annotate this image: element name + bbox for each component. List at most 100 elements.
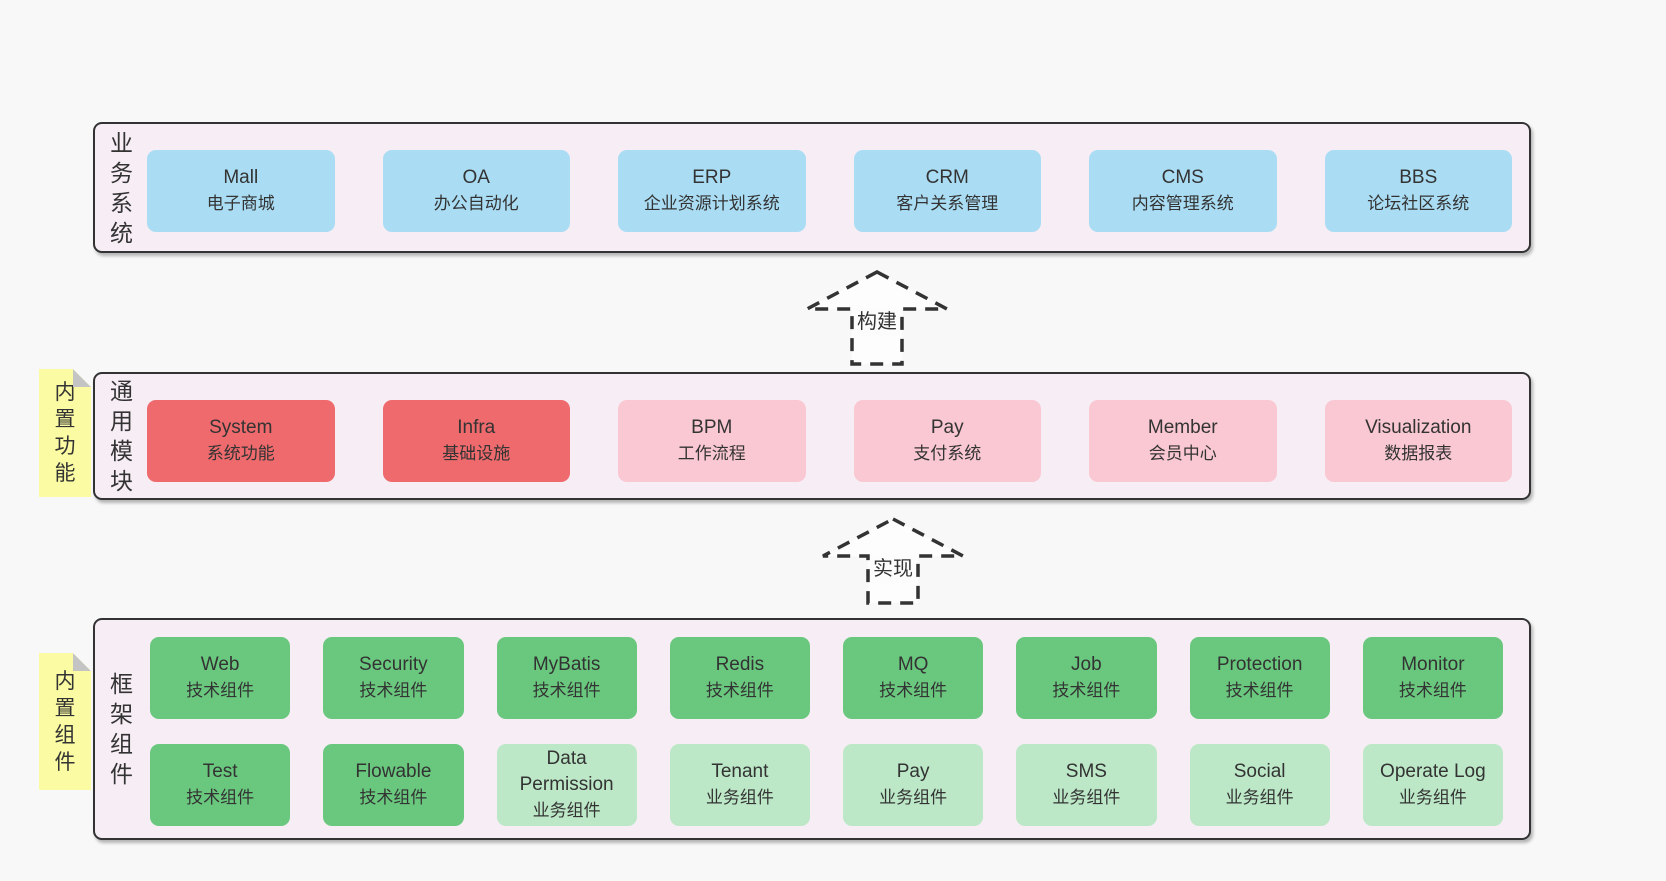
sticky-note-builtin-features: 内置功能 [39, 369, 91, 497]
band-business-systems-label: 业务系统 [110, 129, 133, 246]
box-title: Mall [223, 167, 259, 188]
box-subtitle: 电子商城 [206, 194, 275, 213]
box-title: Security [359, 654, 428, 675]
box-subtitle: 技术组件 [359, 788, 428, 807]
box-title: Data Permission [519, 748, 614, 795]
box-title: Pay [896, 761, 930, 782]
box-subtitle: 基础设施 [442, 444, 511, 463]
box-subtitle: 业务组件 [1398, 788, 1467, 807]
box-erp: ERP 企业资源计划系统 [618, 150, 806, 232]
box-title: ERP [692, 167, 732, 188]
box-subtitle: 技术组件 [879, 681, 948, 700]
box-title: Redis [715, 654, 765, 675]
box-job: Job 技术组件 [1016, 637, 1157, 719]
box-title: Monitor [1401, 654, 1465, 675]
box-title: Member [1147, 417, 1218, 438]
box-monitor: Monitor 技术组件 [1362, 637, 1503, 719]
box-title: BBS [1399, 167, 1438, 188]
box-member: Member 会员中心 [1089, 400, 1277, 482]
box-subtitle: 技术组件 [1225, 681, 1294, 700]
sticky-note-text: 内置功能 [54, 381, 76, 485]
box-title: Job [1071, 654, 1102, 675]
box-title: System [209, 417, 273, 438]
box-subtitle: 数据报表 [1384, 444, 1453, 463]
box-protection: Protection 技术组件 [1189, 637, 1330, 719]
box-subtitle: 办公自动化 [433, 194, 519, 213]
box-pay-biz: Pay 业务组件 [843, 744, 984, 826]
build-arrow-label: 构建 [854, 308, 900, 336]
box-title: BPM [691, 417, 733, 438]
box-data-permission: Data Permission 业务组件 [496, 744, 637, 826]
band-framework-components-label: 框架组件 [110, 671, 133, 787]
box-test: Test 技术组件 [150, 744, 291, 826]
box-title: CRM [925, 167, 969, 188]
box-tenant: Tenant 业务组件 [669, 744, 810, 826]
box-subtitle: 技术组件 [186, 681, 255, 700]
box-mq: MQ 技术组件 [843, 637, 984, 719]
common-modules-grid: System 系统功能 Infra 基础设施 BPM 工作流程 Pay 支付系统… [147, 400, 1512, 482]
box-subtitle: 业务组件 [532, 801, 601, 820]
box-system: System 系统功能 [147, 400, 335, 482]
box-crm: CRM 客户关系管理 [853, 150, 1041, 232]
box-subtitle: 技术组件 [359, 681, 428, 700]
box-title: Operate Log [1380, 761, 1486, 782]
framework-components-grid: Web 技术组件 Security 技术组件 MyBatis 技术组件 Redi… [150, 637, 1503, 826]
box-flowable: Flowable 技术组件 [323, 744, 464, 826]
box-title: SMS [1065, 761, 1107, 782]
box-title: Flowable [355, 761, 432, 782]
box-mall: Mall 电子商城 [147, 150, 335, 232]
box-visualization: Visualization 数据报表 [1324, 400, 1512, 482]
box-title: Infra [457, 417, 496, 438]
box-cms: CMS 内容管理系统 [1089, 150, 1277, 232]
folded-corner-icon [73, 369, 91, 387]
band-common-modules: 通用模块 System 系统功能 Infra 基础设施 BPM 工作流程 Pay… [93, 372, 1531, 500]
box-title: Visualization [1365, 417, 1472, 438]
box-subtitle: 业务组件 [705, 788, 774, 807]
box-subtitle: 工作流程 [677, 444, 746, 463]
box-title: Web [200, 654, 240, 675]
band-business-systems: 业务系统 Mall 电子商城 OA 办公自动化 ERP 企业资源计划系统 CRM… [93, 122, 1531, 253]
folded-corner-icon [73, 653, 91, 671]
box-oa: OA 办公自动化 [382, 150, 570, 232]
box-operate-log: Operate Log 业务组件 [1362, 744, 1503, 826]
box-subtitle: 会员中心 [1148, 444, 1217, 463]
box-subtitle: 业务组件 [1225, 788, 1294, 807]
box-title: MyBatis [532, 654, 601, 675]
box-redis: Redis 技术组件 [669, 637, 810, 719]
sticky-note-builtin-components: 内置组件 [39, 653, 91, 790]
box-infra: Infra 基础设施 [382, 400, 570, 482]
box-pay: Pay 支付系统 [853, 400, 1041, 482]
business-systems-grid: Mall 电子商城 OA 办公自动化 ERP 企业资源计划系统 CRM 客户关系… [147, 150, 1512, 232]
box-bbs: BBS 论坛社区系统 [1324, 150, 1512, 232]
implement-arrow-label: 实现 [870, 555, 916, 583]
box-title: Protection [1216, 654, 1303, 675]
box-subtitle: 技术组件 [186, 788, 255, 807]
box-security: Security 技术组件 [323, 637, 464, 719]
box-title: CMS [1161, 167, 1204, 188]
box-subtitle: 技术组件 [1052, 681, 1121, 700]
sticky-note-text: 内置组件 [54, 669, 76, 774]
box-title: Social [1233, 761, 1286, 782]
box-title: OA [462, 167, 490, 188]
box-mybatis: MyBatis 技术组件 [496, 637, 637, 719]
box-title: Test [202, 761, 238, 782]
box-social: Social 业务组件 [1189, 744, 1330, 826]
box-subtitle: 技术组件 [705, 681, 774, 700]
box-subtitle: 支付系统 [913, 444, 982, 463]
box-title: MQ [897, 654, 929, 675]
box-subtitle: 业务组件 [879, 788, 948, 807]
band-common-modules-label: 通用模块 [110, 378, 133, 494]
box-bpm: BPM 工作流程 [618, 400, 806, 482]
box-subtitle: 客户关系管理 [896, 194, 999, 213]
box-subtitle: 业务组件 [1052, 788, 1121, 807]
box-title: Pay [930, 417, 964, 438]
box-subtitle: 技术组件 [1398, 681, 1467, 700]
band-framework-components: 框架组件 Web 技术组件 Security 技术组件 MyBatis 技术组件… [93, 618, 1531, 840]
box-subtitle: 论坛社区系统 [1367, 194, 1470, 213]
box-title: Tenant [711, 761, 769, 782]
box-web: Web 技术组件 [150, 637, 291, 719]
box-subtitle: 技术组件 [532, 681, 601, 700]
box-subtitle: 系统功能 [206, 444, 275, 463]
box-subtitle: 内容管理系统 [1131, 194, 1234, 213]
